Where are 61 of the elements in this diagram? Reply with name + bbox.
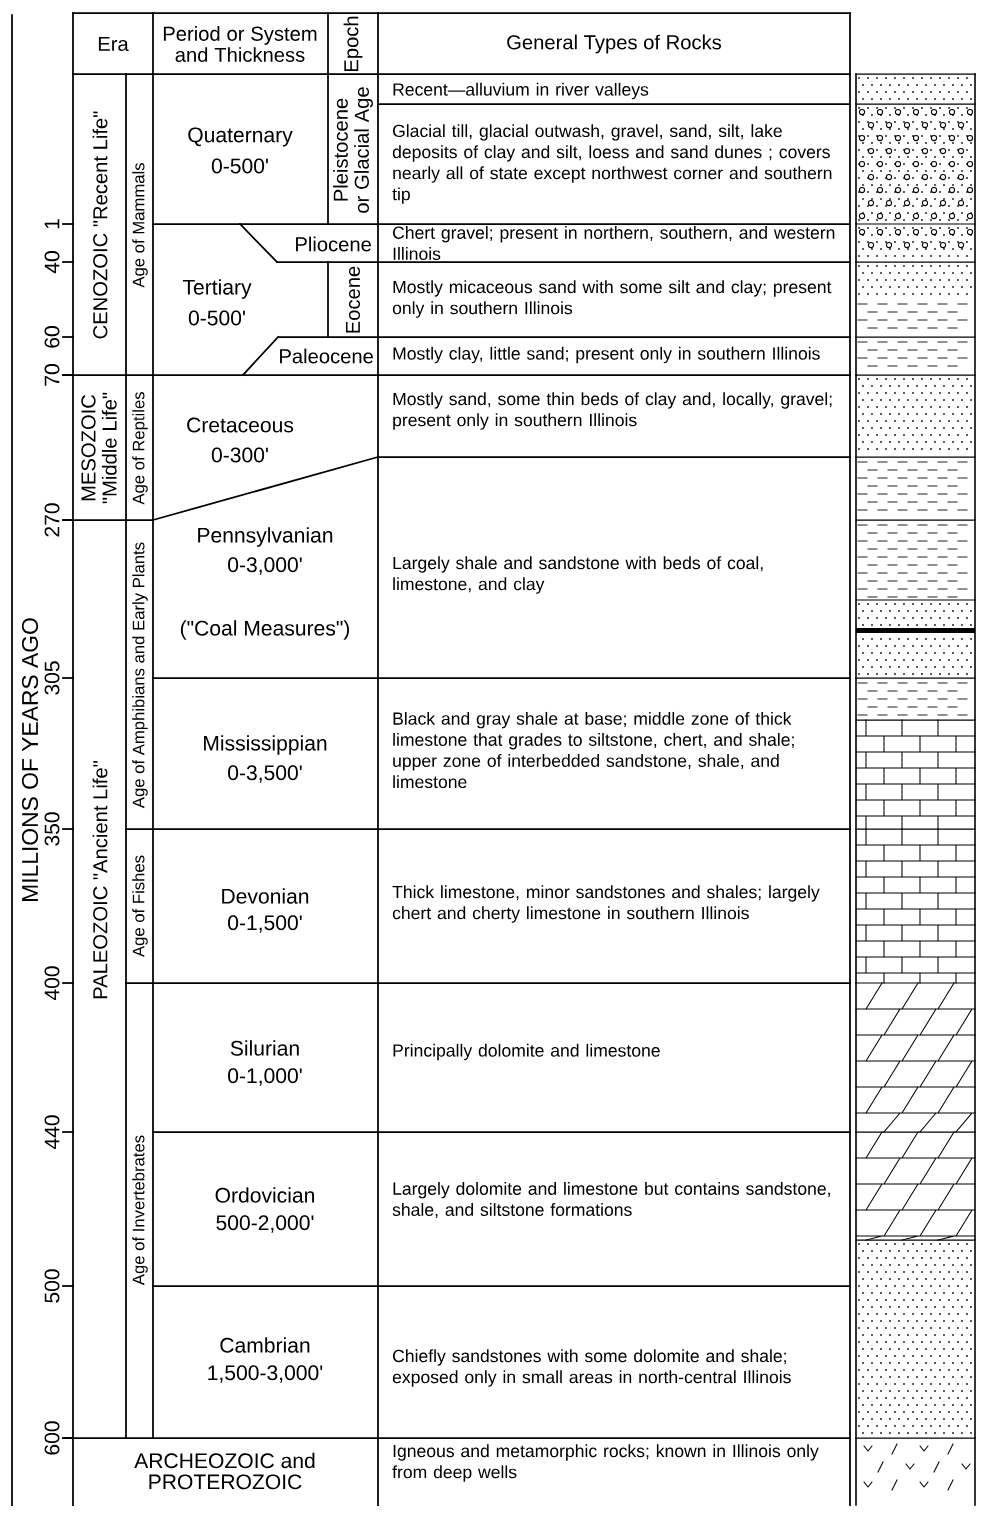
rock-description: Black and gray shale at base; middle zone of thick limestone that grades to siltstone, chert, and shale; upper zone of interbedded sandstone, shale, and limestone	[393, 711, 794, 789]
thickness: 0-300'	[211, 447, 268, 463]
rock-description: Recent—alluvium in river valleys	[393, 82, 649, 100]
rock-description: Mostly micaceous sand with some silt and clay; present only in southern Illinois	[392, 280, 832, 318]
tick-label: 305	[44, 661, 60, 695]
period-name: Cambrian	[220, 1337, 310, 1353]
thickness: 0-500'	[188, 310, 245, 326]
rock-description: Chiefly sandstones with some dolomite and shale; exposed only in small areas in north-central Illinois	[392, 1349, 791, 1387]
tick-label: 350	[44, 812, 60, 846]
tick-label: 60	[44, 326, 60, 348]
period-note: ("Coal Measures")	[180, 620, 350, 640]
thickness: 0-1,000'	[228, 1068, 302, 1086]
tick-label: 600	[44, 1421, 60, 1455]
period-name: Devonian	[222, 888, 309, 904]
thickness: 0-1,500'	[228, 915, 302, 933]
column-header: General Types of Rocks	[507, 34, 722, 54]
tick-label: 400	[44, 966, 60, 1001]
epoch-name: Eocene	[345, 266, 361, 333]
tick-label: 270	[44, 503, 60, 537]
tick-label: 440	[44, 1115, 60, 1150]
thickness: 0-500'	[211, 158, 268, 174]
period-name: Quaternary	[188, 127, 293, 147]
rock-description: Chert gravel; present in northern, southern, and western Illinois	[393, 226, 835, 260]
rock-description: Mostly sand, some thin beds of clay and, locally, gravel; present only in southern Illinois	[393, 392, 832, 430]
rock-description: Largely dolomite and limestone but contains sandstone, shale, and siltstone formations	[392, 1182, 830, 1219]
thickness: 0-3,500'	[228, 765, 302, 783]
column-header: Period or System and Thickness	[163, 26, 317, 62]
epoch-name: Pleistocene or Glacial Age	[333, 87, 373, 213]
rock-description: Igneous and metamorphic rocks; known in Illinois only from deep wells	[392, 1444, 819, 1482]
age-label: Age of Fishes	[132, 855, 148, 957]
period-name: Silurian	[230, 1040, 299, 1056]
thickness: 500-2,000'	[216, 1215, 314, 1233]
rock-description: Glacial till, glacial outwash, gravel, sand, silt, lake deposits of clay and silt, loess and sand dunes ; covers nearly all of state except northwest corner and southern tip	[392, 124, 832, 204]
rock-description: Thick limestone, minor sandstones and shales; largely chert and cherty limestone in southern Illinois	[392, 885, 820, 923]
period-name: Cretaceous	[187, 417, 294, 433]
age-label: Age of Mammals	[132, 163, 148, 288]
period-name: Pennsylvanian	[198, 527, 333, 547]
tick-label: 500	[44, 1269, 60, 1303]
thickness: 1,500-3,000'	[208, 1365, 323, 1383]
axis-title: MILLIONS OF YEARS AGO	[21, 618, 39, 901]
era-name: CENOZOIC "Recent Life"	[92, 111, 108, 339]
age-label: Age of Amphibians and Early Plants	[132, 542, 148, 809]
rock-description: Largely shale and sandstone with beds of coal, limestone, and clay	[393, 556, 763, 594]
era-name: ARCHEOZOIC and PROTEROZOIC	[134, 1452, 315, 1490]
tick-label: 40	[44, 251, 60, 274]
epoch-name: Paleocene	[280, 348, 373, 364]
era-name: MESOZOIC "Middle Life"	[81, 392, 117, 504]
period-name: Ordovician	[215, 1187, 314, 1203]
rock-description: Principally dolomite and limestone	[393, 1043, 660, 1061]
age-label: Age of Invertebrates	[132, 1135, 148, 1286]
era-name: PALEOZOIC "Ancient Life"	[92, 761, 108, 999]
epoch-name: Pliocene	[296, 236, 371, 252]
rock-description: Mostly clay, little sand; present only in southern Illinois	[393, 346, 820, 364]
period-name: Mississippian	[204, 735, 327, 755]
tick-label: 70	[44, 364, 60, 386]
age-label: Age of Reptiles	[132, 392, 148, 505]
tick-label: 1	[44, 219, 60, 229]
thickness: 0-3,000'	[228, 557, 302, 575]
column-header: Epoch	[343, 16, 363, 71]
column-header: Era	[98, 36, 129, 52]
period-name: Tertiary	[182, 279, 252, 299]
